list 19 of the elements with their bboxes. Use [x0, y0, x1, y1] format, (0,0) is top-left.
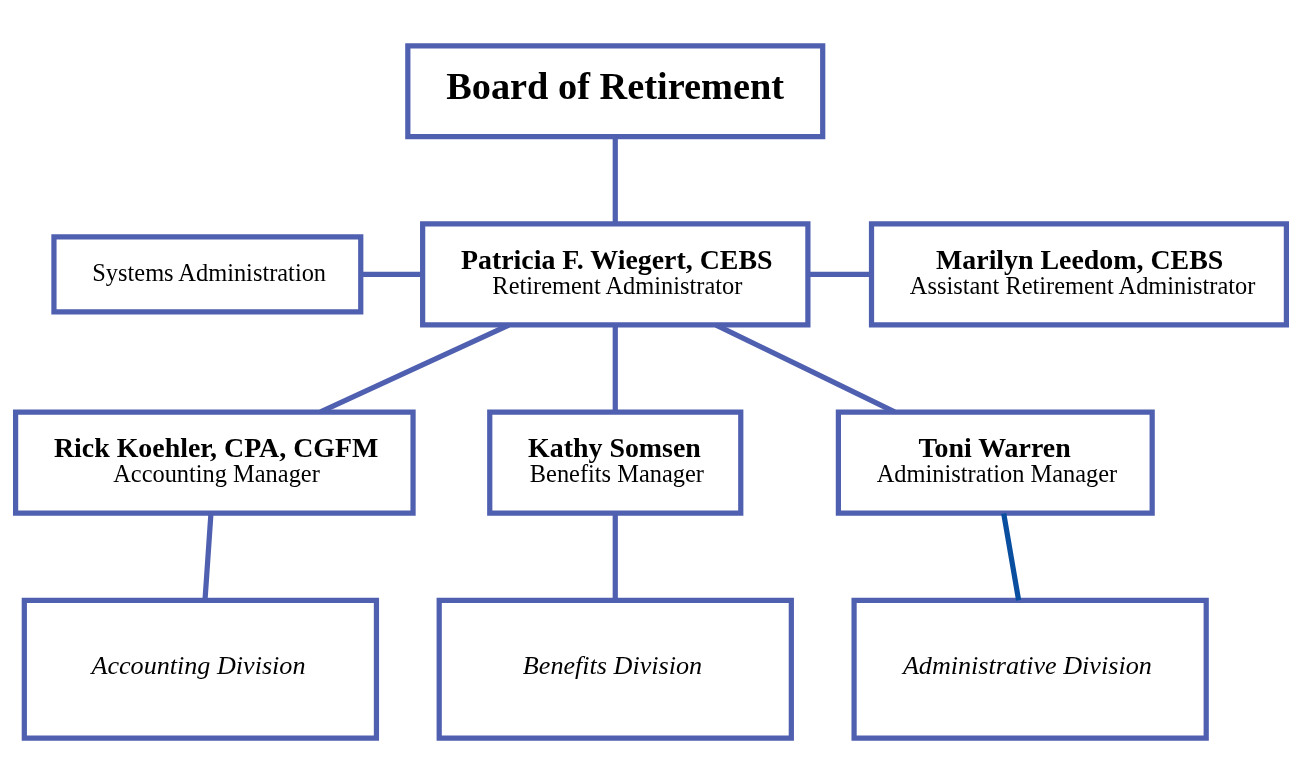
- connector: [1001, 513, 1022, 601]
- node-box: Kathy Somsen Benefits Manager: [487, 409, 744, 516]
- node-box: Benefits Division: [436, 597, 794, 741]
- node-box: Administrative Division: [851, 597, 1209, 741]
- connector: [714, 322, 896, 415]
- connector: [319, 322, 510, 415]
- connector: [612, 513, 618, 601]
- node-box: Board of Retirement: [405, 43, 826, 140]
- connector: [808, 271, 872, 277]
- connector: [612, 325, 618, 412]
- node-box: Accounting Division: [21, 597, 380, 741]
- node-box: Marilyn Leedom, CEBS Assistant Retirement Administrator: [868, 221, 1289, 328]
- node-box: Patricia F. Wiegert, CEBS Retirement Administrator: [420, 221, 811, 328]
- connector: [361, 271, 423, 277]
- node-box: Systems Administration: [51, 234, 364, 315]
- connector: [202, 513, 214, 601]
- node-box: Toni Warren Administration Manager: [835, 409, 1155, 516]
- node-box: Rick Koehler, CPA, CGFM Accounting Manager: [13, 409, 416, 516]
- connector: [612, 136, 618, 224]
